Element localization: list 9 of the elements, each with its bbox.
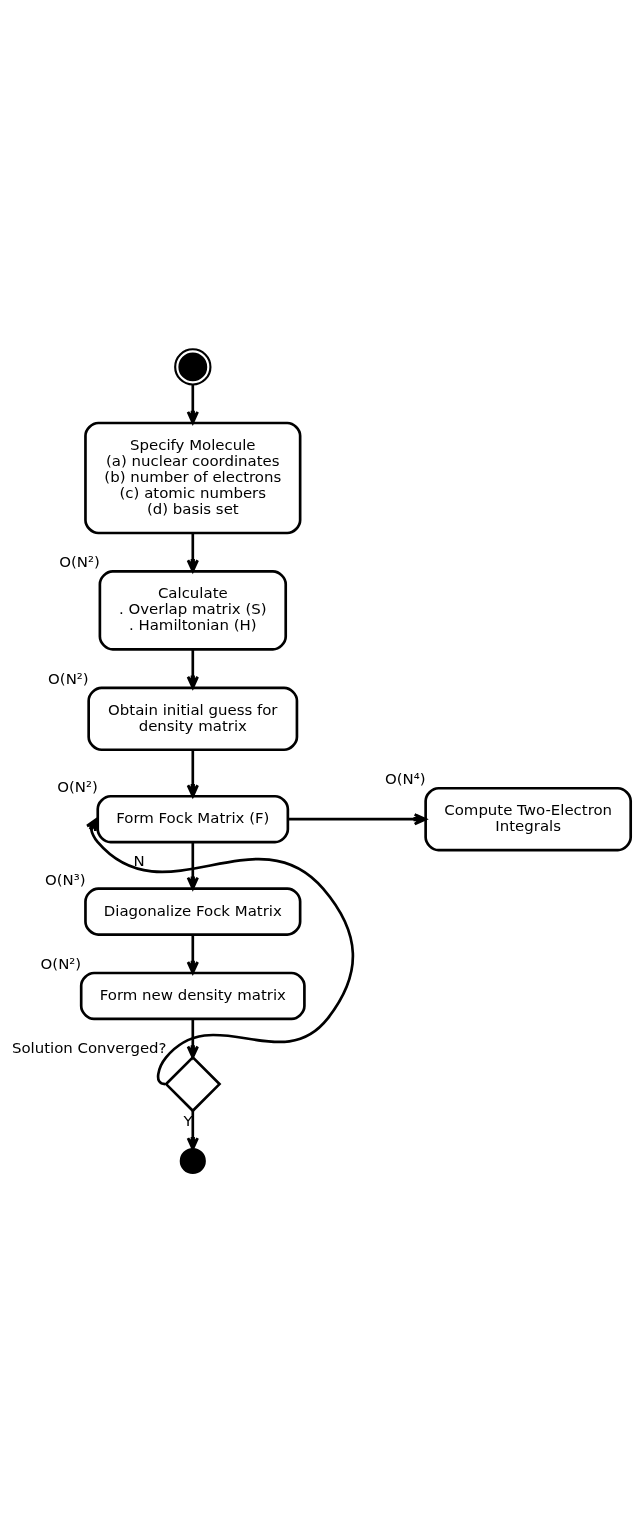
node-label: O(N²) [40,954,82,973]
node-label: O(N²) [59,553,100,572]
node-label: O(N³) [44,870,86,889]
node-label: O(N⁴) [385,770,426,789]
node-label: O(N²) [48,669,89,688]
node-label: Solution Converged? [11,1039,167,1058]
node-label: O(N²) [57,778,98,797]
edge-label: N [133,852,145,871]
edge-label: Y [183,1112,193,1131]
